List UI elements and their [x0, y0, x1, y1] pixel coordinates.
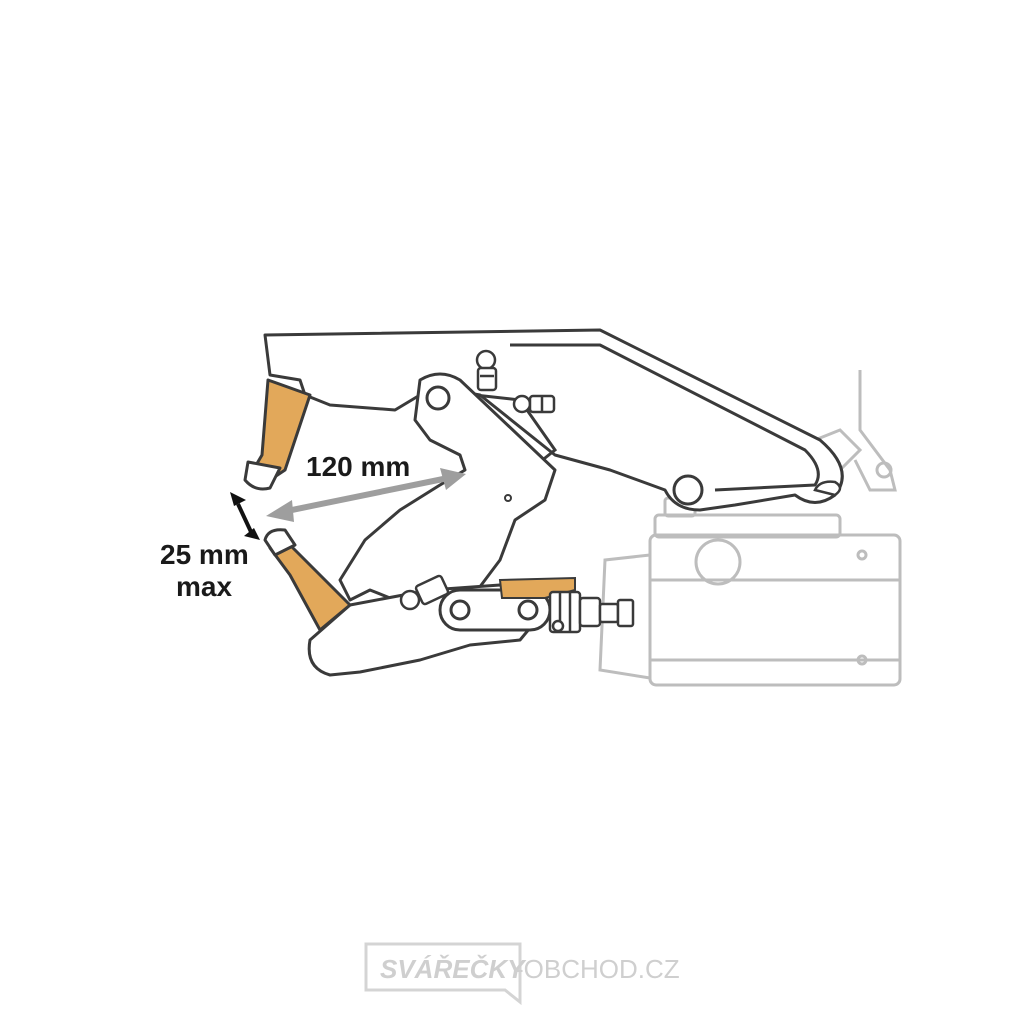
watermark-badge [364, 942, 522, 1006]
upper-arm [263, 328, 844, 512]
watermark: SVÁŘEČKY -OBCHOD.CZ [364, 942, 680, 1006]
gap-dimension-arrow [266, 468, 466, 522]
tip-dimension-label-line1: 25 mm [160, 539, 249, 570]
air-fitting-mid [512, 394, 556, 414]
watermark-brand-part1: SVÁŘEČKY [380, 954, 527, 984]
tip-dimension-label-line2: max [176, 571, 232, 602]
upper-arm-rail [510, 343, 820, 492]
hose-connector [548, 590, 635, 634]
tip-dimension-arrow [230, 492, 260, 540]
gap-dimension-label: 120 mm [306, 451, 410, 482]
air-fitting-top [475, 349, 498, 392]
watermark-brand-part2: -OBCHOD.CZ [515, 954, 680, 984]
pivot-pin [504, 494, 512, 502]
upper-electrode-tip [243, 378, 312, 491]
air-fitting-lower [399, 574, 450, 611]
pivot-hole [425, 385, 451, 411]
lower-electrode-tip [263, 528, 352, 632]
rear-pivot [672, 474, 704, 506]
rear-slot [813, 480, 842, 497]
upper-arm-link [474, 393, 558, 464]
